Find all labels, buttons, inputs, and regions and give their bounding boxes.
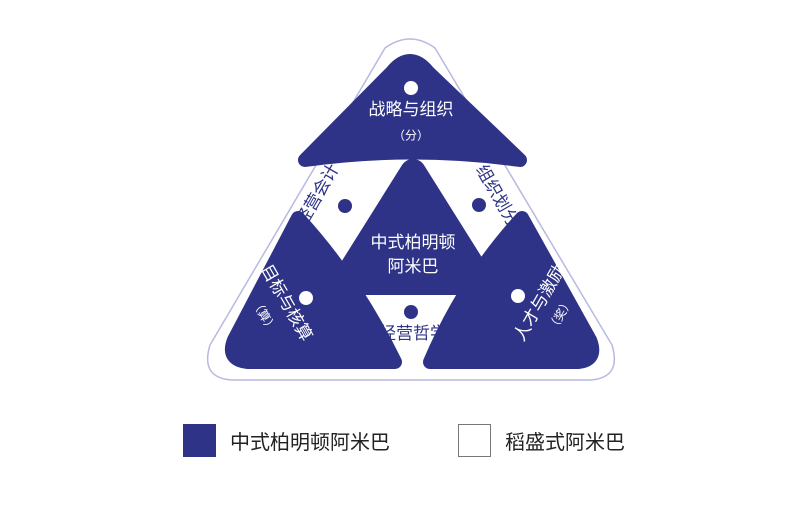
segment-right bbox=[423, 211, 600, 369]
top-sub: （分） bbox=[393, 129, 429, 143]
center-line1: 中式柏明顿 bbox=[371, 233, 456, 253]
legend-swatch-white bbox=[458, 424, 491, 457]
bar-chart-icon bbox=[299, 291, 313, 305]
white-bottom-label: 经营哲学 bbox=[379, 324, 447, 344]
segment-left bbox=[224, 211, 402, 369]
legend-item-chinese: 中式柏明顿阿米巴 bbox=[183, 424, 390, 457]
ledger-icon bbox=[338, 199, 352, 213]
segment-center bbox=[331, 159, 495, 295]
segment-top bbox=[298, 54, 527, 167]
legend-swatch-blue bbox=[183, 424, 216, 457]
legend-label: 稻盛式阿米巴 bbox=[505, 430, 625, 454]
top-label: 战略与组织 bbox=[369, 100, 454, 120]
org-icon bbox=[472, 198, 486, 212]
book-icon bbox=[404, 305, 418, 319]
legend-item-inamori: 稻盛式阿米巴 bbox=[458, 424, 625, 457]
bar-chart-icon bbox=[404, 81, 418, 95]
legend-label: 中式柏明顿阿米巴 bbox=[230, 430, 390, 454]
center-line2: 阿米巴 bbox=[388, 257, 439, 277]
graduation-cap-icon bbox=[511, 289, 525, 303]
